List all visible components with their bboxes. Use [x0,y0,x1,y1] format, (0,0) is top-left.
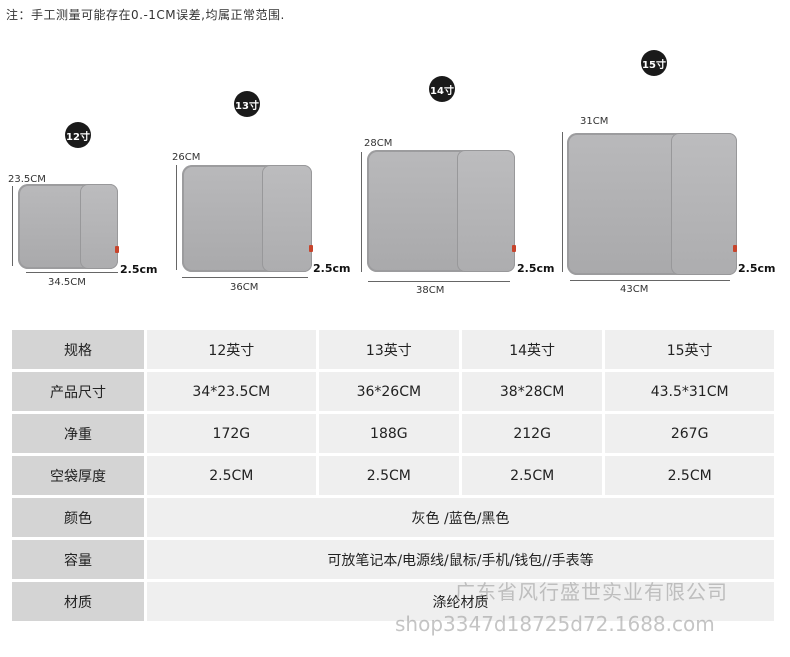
table-cell: 2.5CM [458,456,603,495]
spec-table: 规格 12英寸 13英寸 14英寸 15英寸 产品尺寸 34*23.5CM 36… [12,327,774,624]
bag-12-image [18,184,119,269]
table-cell-merged: 可放笔记本/电源线/鼠标/手机/钱包//手表等 [144,540,774,579]
bag-12-height-line [12,186,13,266]
table-row: 净重 172G 188G 212G 267G [12,414,774,453]
table-cell: 15英寸 [602,330,774,369]
table-cell: 2.5CM [315,456,459,495]
row-label: 颜色 [12,498,144,537]
bag-15-height-line [562,132,563,272]
table-cell-merged: 涤纶材质 [144,582,774,621]
bag-15-width: 43CM [620,284,649,295]
bag-15-height: 31CM [580,116,609,127]
table-row: 材质 涤纶材质 [12,582,774,621]
size-badge-15: 15寸 [641,50,667,76]
bag-13-width-line [182,277,308,278]
bag-13-height: 26CM [172,152,201,163]
bag-15-thickness: 2.5cm [738,262,776,275]
bag-14-height-line [361,152,362,272]
row-label: 材质 [12,582,144,621]
table-cell: 188G [315,414,459,453]
table-cell: 212G [458,414,603,453]
table-row: 规格 12英寸 13英寸 14英寸 15英寸 [12,330,774,369]
table-cell: 13英寸 [315,330,459,369]
table-row: 颜色 灰色 /蓝色/黑色 [12,498,774,537]
bag-13-width: 36CM [230,282,259,293]
table-row: 空袋厚度 2.5CM 2.5CM 2.5CM 2.5CM [12,456,774,495]
row-label: 净重 [12,414,144,453]
bag-14-width-line [368,281,510,282]
bag-12-height: 23.5CM [8,174,46,185]
watermark-company: 广东省风行盛世实业有限公司 [455,580,728,604]
bag-13-image [182,165,313,272]
table-row: 产品尺寸 34*23.5CM 36*26CM 38*28CM 43.5*31CM [12,372,774,411]
row-label: 空袋厚度 [12,456,144,495]
size-badge-13: 13寸 [234,91,260,117]
bag-14-height: 28CM [364,138,393,149]
measurement-note: 注：手工测量可能存在0.-1CM误差,均属正常范围. [6,8,285,22]
table-cell: 38*28CM [458,372,603,411]
table-cell: 2.5CM [144,456,316,495]
table-cell: 34*23.5CM [144,372,316,411]
table-cell: 267G [602,414,774,453]
bag-13-height-line [176,165,177,270]
bag-12-width-line [26,272,118,273]
table-cell: 14英寸 [458,330,603,369]
table-cell: 43.5*31CM [602,372,774,411]
bag-12-width: 34.5CM [48,277,86,288]
bag-14-thickness: 2.5cm [517,262,555,275]
table-cell-merged: 灰色 /蓝色/黑色 [144,498,774,537]
table-cell: 172G [144,414,316,453]
table-cell: 2.5CM [602,456,774,495]
table-row: 容量 可放笔记本/电源线/鼠标/手机/钱包//手表等 [12,540,774,579]
row-label: 规格 [12,330,144,369]
bag-14-width: 38CM [416,285,445,296]
table-cell: 12英寸 [144,330,316,369]
row-label: 容量 [12,540,144,579]
table-cell: 36*26CM [315,372,459,411]
size-badge-14: 14寸 [429,76,455,102]
bag-15-width-line [570,280,730,281]
bag-13-thickness: 2.5cm [313,262,351,275]
bag-15-image [567,133,737,275]
row-label: 产品尺寸 [12,372,144,411]
size-badge-12: 12寸 [65,122,91,148]
bag-14-image [367,150,516,272]
bag-12-thickness: 2.5cm [120,263,158,276]
watermark-shop: shop3347d18725d72.1688.com [395,612,715,636]
